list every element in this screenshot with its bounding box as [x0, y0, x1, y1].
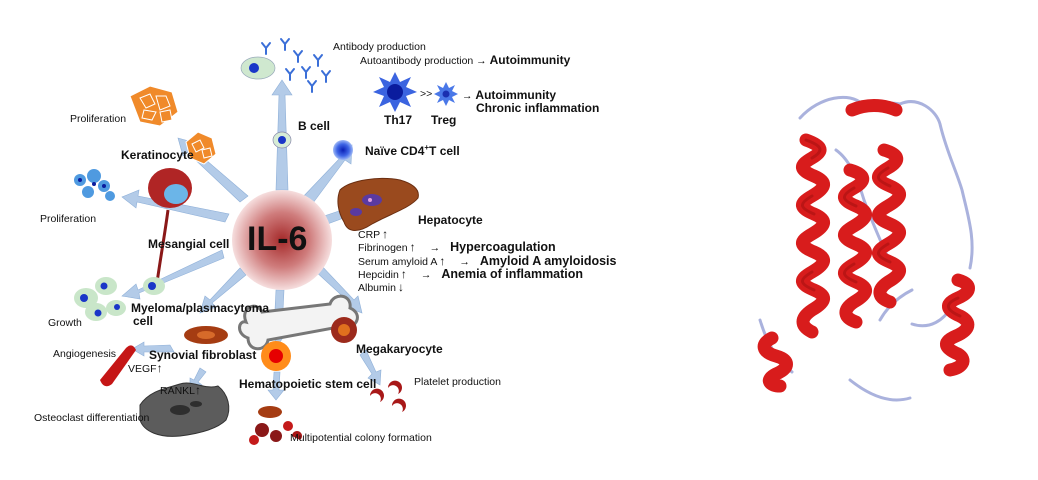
hepatocyte-label: Hepatocyte	[418, 213, 483, 227]
autoantibody-row: Autoantibody production → Autoimmunity	[360, 54, 570, 67]
treg-label: Treg	[431, 113, 457, 127]
rankl-label: RANKL	[160, 385, 196, 397]
protein-helix-a	[796, 133, 830, 339]
osteoclast-graphic	[139, 382, 230, 437]
up-glyph: ↑	[195, 383, 202, 397]
synovial-label: Synovial fibroblast	[149, 348, 257, 362]
antibody-production-label: Antibody production	[333, 41, 426, 53]
protein-helix-top	[845, 99, 903, 117]
up-glyph: ↑	[156, 361, 163, 375]
myeloma-graphic	[74, 277, 165, 321]
hepatocyte-outcome: Amyloid A amyloidosis	[479, 254, 617, 268]
hepatocyte-graphic	[337, 177, 419, 231]
multipotential-label: Multipotential colony formation	[290, 432, 432, 444]
rankl-row: RANKL↑	[160, 384, 201, 397]
mesangial-graphic	[74, 168, 192, 291]
hepatocyte-marker: Fibrinogen	[358, 242, 408, 254]
naive-cd4-suffix: T cell	[429, 144, 460, 158]
th17-outcome-row: → Autoimmunity	[462, 89, 556, 102]
hepatocyte-marker: Albumin	[358, 282, 396, 294]
arrow-glyph: →	[420, 269, 432, 281]
chronic-inflammation-label: Chronic inflammation	[476, 101, 600, 115]
arrow-glyph: →	[462, 90, 473, 102]
hepatocyte-direction: ↑	[382, 227, 389, 241]
th17-label: Th17	[384, 113, 413, 127]
hsc-graphic	[238, 294, 359, 371]
autoimmunity2-label: Autoimmunity	[475, 88, 557, 102]
angiogenesis-label: Angiogenesis	[53, 348, 117, 360]
protein-helix-e	[757, 331, 793, 393]
proliferation-1-label: Proliferation	[70, 113, 127, 125]
megakaryocyte-label: Megakaryocyte	[356, 342, 443, 356]
hepatocyte-effect-row: Hepcidin↑ → Anemia of inflammation	[358, 268, 583, 281]
autoimmunity-label: Autoimmunity	[489, 53, 571, 67]
arrow-synovial	[199, 267, 247, 314]
b-cell-graphic	[240, 56, 292, 149]
proliferation-2-label: Proliferation	[40, 213, 97, 225]
hepatocyte-marker: Hepcidin	[358, 269, 399, 281]
vessel-graphic	[100, 345, 136, 387]
hub-label: IL-6	[247, 220, 308, 258]
mesangial-label: Mesangial cell	[148, 237, 230, 251]
hepatocyte-direction: ↓	[397, 280, 404, 294]
hepatocyte-direction: ↑	[400, 267, 407, 281]
platelet-graphic	[369, 380, 406, 412]
arrow-multipotential	[267, 371, 285, 401]
hepatocyte-outcome: Hypercoagulation	[450, 240, 556, 254]
il6-protein-structure	[757, 95, 975, 402]
arrow-glyph: →	[459, 256, 470, 268]
protein-helix-d	[940, 273, 975, 377]
b-cell-label: B cell	[298, 119, 331, 133]
hepatocyte-effect-row: Albumin↓	[358, 281, 404, 294]
vegf-row: VEGF↑	[128, 362, 163, 375]
osteoclast-label: Osteoclast differentiation	[34, 412, 150, 424]
vegf-label: VEGF	[128, 363, 157, 375]
hepatocyte-marker: Serum amyloid A	[358, 256, 438, 268]
myeloma-label-2: cell	[133, 314, 154, 328]
myeloma-label-1: Myeloma/plasmacytoma	[131, 301, 270, 315]
platelet-label: Platelet production	[414, 376, 501, 388]
protein-loop	[798, 95, 974, 270]
arrow-angiogenesis	[131, 341, 175, 357]
keratinocyte-graphic	[129, 85, 217, 165]
synovial-graphic	[184, 326, 228, 344]
cd4-cell	[333, 140, 353, 160]
hepatocyte-effect-row: CRP↑	[358, 228, 388, 241]
th17-treg-ratio: >>	[420, 88, 433, 100]
hepatocyte-effect-row: Serum amyloid A↑ → Amyloid A amyloidosis	[358, 255, 616, 268]
keratinocyte-label: Keratinocyte	[121, 148, 194, 162]
antibody-icons	[261, 38, 331, 93]
naive-cd4-label: Naïve CD4+T cell	[365, 142, 460, 157]
protein-loop	[848, 378, 912, 402]
hepatocyte-direction: ↑	[409, 240, 416, 254]
hsc-label: Hematopoietic stem cell	[239, 377, 377, 391]
hepatocyte-direction: ↑	[439, 254, 446, 268]
megakaryocyte-graphic	[331, 317, 357, 343]
th17-graphic	[373, 72, 417, 112]
autoantibody-label: Autoantibody production	[360, 55, 474, 67]
growth-label: Growth	[48, 317, 82, 329]
arrow-glyph: →	[476, 55, 487, 67]
arrow-myeloma	[121, 249, 225, 300]
treg-graphic	[434, 82, 458, 106]
hepatocyte-outcome: Anemia of inflammation	[441, 267, 584, 281]
naive-cd4-sup: +	[424, 143, 430, 152]
hepatocyte-effect-row: Fibrinogen↑ → Hypercoagulation	[358, 241, 556, 254]
il6-hub	[232, 190, 332, 290]
naive-cd4-prefix: Naïve CD4	[365, 144, 425, 158]
arrow-platelet	[359, 349, 382, 386]
colony-graphic	[249, 406, 302, 445]
arrow-glyph: →	[429, 242, 441, 254]
hepatocyte-marker: CRP	[358, 229, 381, 241]
